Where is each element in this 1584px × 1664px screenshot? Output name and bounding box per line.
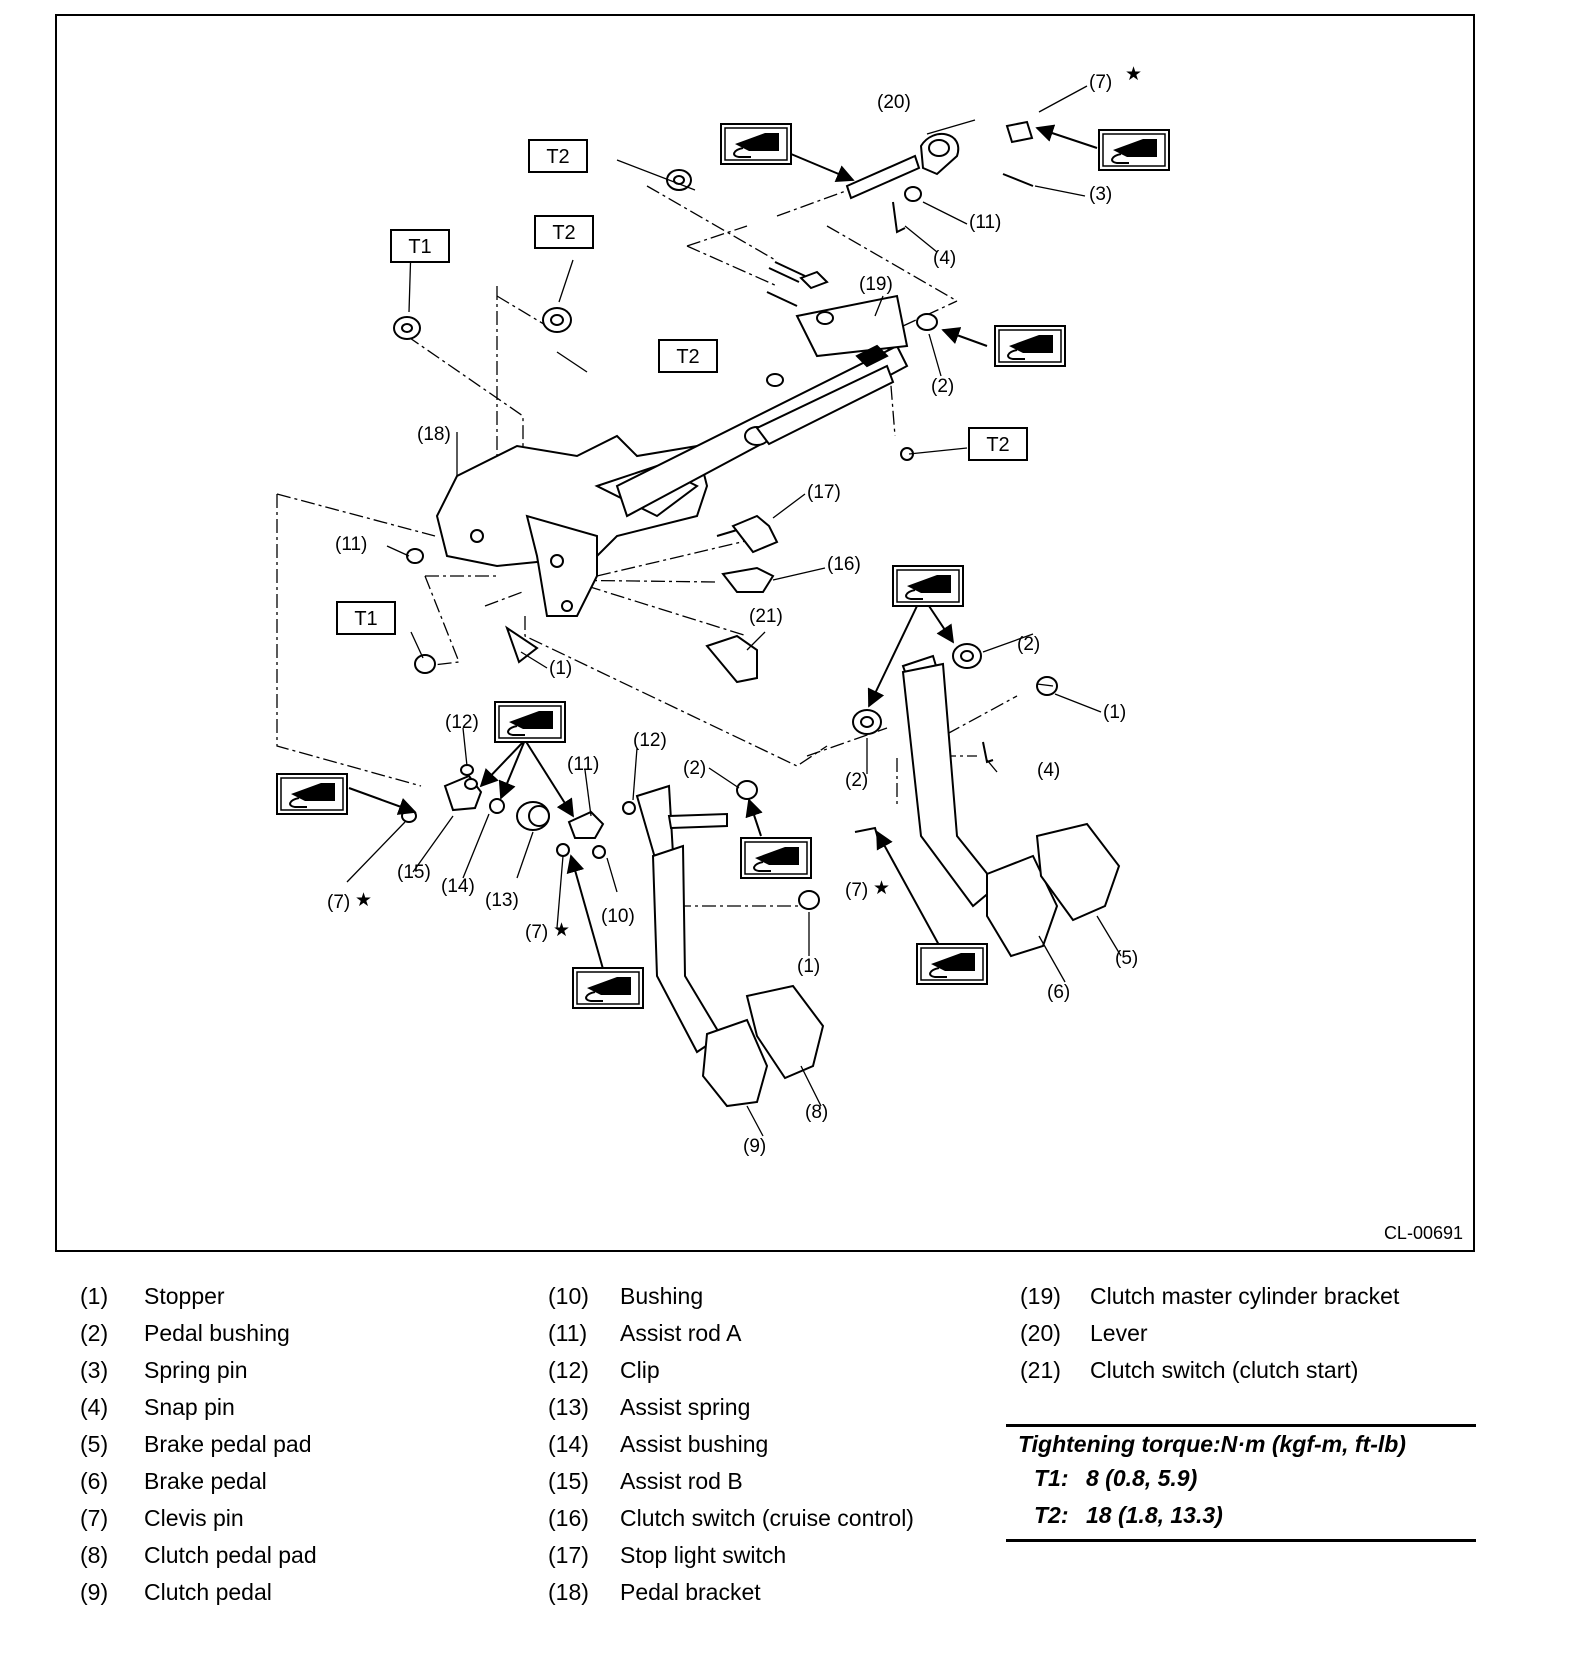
callout-16: (16) [827, 554, 861, 575]
callout-4: (4) [933, 248, 956, 269]
callout-18: (18) [417, 424, 451, 445]
grease-application-icon [494, 701, 566, 743]
callout-9: (9) [743, 1136, 766, 1157]
callout-7: (7) [845, 880, 868, 901]
grease-application-icon [740, 837, 812, 879]
torque-row-t1: T1: 8 (0.8, 5.9) [1034, 1465, 1198, 1491]
legend-item: (18)Pedal bracket [548, 1579, 761, 1605]
callout-3: (3) [1089, 184, 1112, 205]
legend-item: (13)Assist spring [548, 1394, 751, 1420]
callout-11: (11) [335, 534, 367, 555]
legend-item: (6)Brake pedal [80, 1468, 267, 1494]
callout-20: (20) [877, 92, 911, 113]
legend-item: (10)Bushing [548, 1283, 704, 1309]
legend-item: (19)Clutch master cylinder bracket [1020, 1283, 1400, 1309]
callout-11: (11) [567, 754, 599, 775]
grease-application-icon [916, 943, 988, 985]
brake-pedal-shape [901, 654, 1121, 958]
legend-item: (9)Clutch pedal [80, 1579, 272, 1605]
torque-table-title: Tightening torque:N·m (kgf-m, ft-lb) [1018, 1431, 1406, 1457]
legend-item: (8)Clutch pedal pad [80, 1542, 317, 1568]
svg-text:T1: T1 [408, 236, 431, 258]
grease-application-icon [892, 565, 964, 607]
legend-item: (1)Stopper [80, 1283, 225, 1309]
svg-text:T2: T2 [552, 222, 575, 244]
callout-15: (15) [397, 862, 431, 883]
legend-item: (14)Assist bushing [548, 1431, 769, 1457]
svg-text:T2: T2 [676, 346, 699, 368]
pedal-bracket-assembly [435, 294, 909, 617]
callout-1: (1) [797, 956, 820, 977]
callout-10: (10) [601, 906, 635, 927]
callout-1: (1) [1103, 702, 1126, 723]
torque-box-t2-mid: T2 [658, 339, 718, 373]
callout-6: (6) [1047, 982, 1070, 1003]
callout-13: (13) [485, 890, 519, 911]
torque-box-t1-top: T1 [390, 229, 450, 263]
torque-box-t2-right: T2 [968, 427, 1028, 461]
callout-2: (2) [845, 770, 868, 791]
legend-item: (4)Snap pin [80, 1394, 235, 1420]
callout-labels: (7) ★ (20) (3) (11) (4) (19) (2) (18) (1… [327, 64, 1142, 1157]
grease-application-icon [720, 123, 792, 165]
torque-row-t2: T2: 18 (1.8, 13.3) [1034, 1502, 1223, 1528]
star-icon: ★ [873, 878, 890, 899]
callout-7: (7) [1089, 72, 1112, 93]
callout-5: (5) [1115, 948, 1138, 969]
legend-item: (12)Clip [548, 1357, 660, 1383]
svg-text:T2: T2 [986, 434, 1009, 456]
callout-11: (11) [969, 212, 1001, 233]
star-icon: ★ [1125, 64, 1142, 85]
callout-12: (12) [445, 712, 479, 733]
callout-1: (1) [549, 658, 572, 679]
legend-item: (2)Pedal bushing [80, 1320, 290, 1346]
callout-4: (4) [1037, 760, 1060, 781]
grease-application-icon [276, 773, 348, 815]
figure-reference-code: CL-00691 [1383, 1223, 1463, 1243]
legend-column-3: (19)Clutch master cylinder bracket (20)L… [1020, 1278, 1399, 1389]
legend-item: (16)Clutch switch (cruise control) [548, 1505, 914, 1531]
torque-box-t2-top: T2 [528, 139, 588, 173]
star-icon: ★ [355, 890, 372, 911]
legend-column-1: (1)Stopper (2)Pedal bushing (3)Spring pi… [80, 1278, 317, 1611]
callout-7: (7) [327, 892, 350, 913]
callout-2: (2) [683, 758, 706, 779]
clutch-pedal-shape [635, 784, 825, 1108]
grease-application-icon [994, 325, 1066, 367]
callout-8: (8) [805, 1102, 828, 1123]
exploded-diagram-frame: T2 T2 T1 T2 T2 T1 (7) ★ (20) (3) (11) (4… [55, 14, 1475, 1252]
callout-2: (2) [1017, 634, 1040, 655]
legend-item: (20)Lever [1020, 1320, 1148, 1346]
torque-box-t2-nut: T2 [534, 215, 594, 249]
svg-text:T2: T2 [546, 146, 569, 168]
legend-item: (17)Stop light switch [548, 1542, 787, 1568]
callout-14: (14) [441, 876, 475, 897]
grease-application-icon [572, 967, 644, 1009]
callout-2: (2) [931, 376, 954, 397]
grease-application-icon [1098, 129, 1170, 171]
torque-box-t1-bottom: T1 [336, 601, 396, 635]
svg-text:T1: T1 [354, 608, 377, 630]
callout-19: (19) [859, 274, 893, 295]
star-icon: ★ [553, 920, 570, 941]
callout-21: (21) [749, 606, 783, 627]
legend-item: (5)Brake pedal pad [80, 1431, 312, 1457]
callout-12: (12) [633, 730, 667, 751]
legend-item: (11)Assist rod A [548, 1320, 742, 1346]
legend-item: (7)Clevis pin [80, 1505, 244, 1531]
legend-item: (3)Spring pin [80, 1357, 248, 1383]
callout-7: (7) [525, 922, 548, 943]
pedal-assembly-exploded-view: T2 T2 T1 T2 T2 T1 (7) ★ (20) (3) (11) (4… [276, 64, 1170, 1157]
legend-item: (15)Assist rod B [548, 1468, 743, 1494]
legend-column-2: (10)Bushing (11)Assist rod A (12)Clip (1… [548, 1278, 914, 1611]
tightening-torque-table: Tightening torque:N·m (kgf-m, ft-lb) T1:… [1006, 1424, 1476, 1542]
callout-17: (17) [807, 482, 841, 503]
legend-item: (21)Clutch switch (clutch start) [1020, 1357, 1359, 1383]
